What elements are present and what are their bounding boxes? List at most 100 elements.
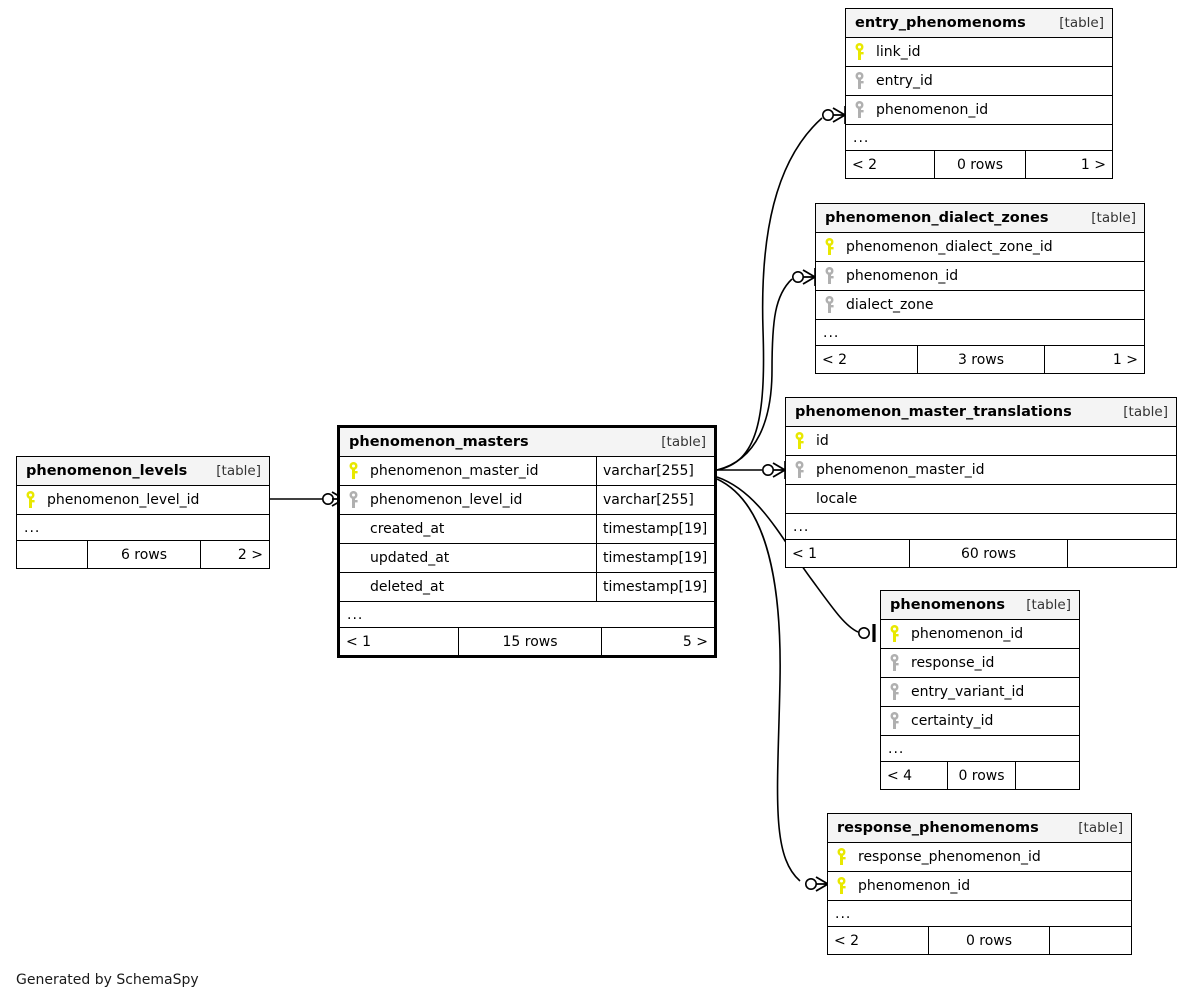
table-header[interactable]: phenomenons [table] — [881, 591, 1079, 620]
table-row[interactable]: phenomenon_master_id varchar[255] — [340, 457, 714, 486]
more-columns-ellipsis[interactable]: ... — [340, 602, 714, 628]
table-title: entry_phenomenoms — [855, 15, 1026, 31]
column-type: timestamp[19] — [596, 544, 714, 572]
column-name: dialect_zone — [846, 297, 934, 313]
column-type: timestamp[19] — [596, 515, 714, 543]
table-header[interactable]: phenomenon_masters[table] — [340, 428, 714, 457]
column-cell: phenomenon_master_id — [786, 456, 1176, 484]
footer-next-count[interactable] — [1068, 540, 1176, 567]
optional-circle-icon — [761, 463, 774, 476]
table-row[interactable]: phenomenon_id — [816, 262, 1144, 291]
table-type-tag: [table] — [1026, 597, 1071, 613]
column-cell: dialect_zone — [816, 291, 1144, 319]
primary-key-icon — [889, 625, 911, 643]
footer-prev-count[interactable]: < 4 — [887, 767, 913, 784]
column-name: deleted_at — [370, 579, 445, 595]
footer-row-count: 0 rows — [947, 762, 1016, 789]
footer-prev-count[interactable]: < 1 — [346, 633, 372, 650]
table-header[interactable]: phenomenon_levels[table] — [17, 457, 269, 486]
footer-prev-count[interactable]: < 1 — [792, 545, 818, 562]
footer-prev-count[interactable]: < 2 — [834, 932, 860, 949]
optional-circle-icon — [857, 626, 870, 639]
table-title: response_phenomenoms — [837, 820, 1039, 836]
footer-next-count[interactable]: 1 > — [1080, 156, 1106, 173]
column-cell: response_id — [881, 649, 1079, 677]
table-header[interactable]: phenomenon_master_translations[table] — [786, 398, 1176, 427]
column-name: link_id — [876, 44, 921, 60]
footer-prev-count[interactable] — [17, 541, 87, 568]
table-phenomenon_masters[interactable]: phenomenon_masters[table]phenomenon_mast… — [337, 425, 717, 658]
table-row[interactable]: entry_id — [846, 67, 1112, 96]
table-footer: < 4 0 rows — [881, 762, 1079, 789]
table-row[interactable]: dialect_zone — [816, 291, 1144, 320]
footer-next-count[interactable] — [1016, 762, 1079, 789]
table-header[interactable]: response_phenomenoms[table] — [828, 814, 1131, 843]
table-row[interactable]: certainty_id — [881, 707, 1079, 736]
table-response_phenomenoms[interactable]: response_phenomenoms[table]response_phen… — [827, 813, 1132, 955]
footer-next-count[interactable]: 1 > — [1112, 351, 1138, 368]
table-row[interactable]: phenomenon_id — [846, 96, 1112, 125]
optional-circle-icon — [791, 270, 804, 283]
more-columns-ellipsis[interactable]: ... — [786, 514, 1176, 540]
primary-key-icon — [854, 43, 876, 61]
foreign-key-icon — [854, 101, 876, 119]
footer-next-count[interactable]: 2 > — [237, 546, 263, 563]
table-row[interactable]: link_id — [846, 38, 1112, 67]
crowsfoot-icon — [772, 462, 786, 478]
footer-prev-count[interactable]: < 2 — [852, 156, 878, 173]
column-name: created_at — [370, 521, 445, 537]
primary-key-icon — [824, 238, 846, 256]
table-phenomenon_levels[interactable]: phenomenon_levels[table] phenomenon_level… — [16, 456, 270, 569]
footer-next-count[interactable] — [1050, 927, 1131, 954]
table-row[interactable]: entry_variant_id — [881, 678, 1079, 707]
table-title: phenomenon_dialect_zones — [825, 210, 1049, 226]
footer-next-count[interactable]: 5 > — [682, 633, 708, 650]
crowsfoot-icon — [802, 269, 816, 285]
column-name: phenomenon_master_id — [370, 463, 539, 479]
more-columns-ellipsis[interactable]: ... — [881, 736, 1079, 762]
column-name: phenomenon_level_id — [47, 492, 200, 508]
column-name: response_phenomenon_id — [858, 849, 1041, 865]
table-row[interactable]: phenomenon_dialect_zone_id — [816, 233, 1144, 262]
table-row[interactable]: locale — [786, 485, 1176, 514]
table-row[interactable]: phenomenon_master_id — [786, 456, 1176, 485]
column-cell: phenomenon_id — [828, 872, 1131, 900]
table-row[interactable]: phenomenon_level_id — [17, 486, 269, 515]
column-name: phenomenon_id — [846, 268, 959, 284]
column-name: entry_id — [876, 73, 933, 89]
footer-prev-count[interactable]: < 2 — [822, 351, 848, 368]
column-cell: entry_variant_id — [881, 678, 1079, 706]
table-title: phenomenon_master_translations — [795, 404, 1072, 420]
table-header[interactable]: phenomenon_dialect_zones[table] — [816, 204, 1144, 233]
foreign-key-icon — [854, 72, 876, 90]
column-name: phenomenon_dialect_zone_id — [846, 239, 1053, 255]
primary-key-icon — [348, 462, 370, 480]
table-row[interactable]: response_phenomenon_id — [828, 843, 1131, 872]
table-phenomenon_dialect_zones[interactable]: phenomenon_dialect_zones[table]phenomeno… — [815, 203, 1145, 374]
table-row[interactable]: phenomenon_id — [881, 620, 1079, 649]
more-columns-ellipsis[interactable]: ... — [828, 901, 1131, 927]
column-type: varchar[255] — [596, 457, 714, 485]
table-row[interactable]: created_at timestamp[19] — [340, 515, 714, 544]
more-columns-ellipsis[interactable]: ... — [17, 515, 269, 541]
more-columns-ellipsis[interactable]: ... — [816, 320, 1144, 346]
more-columns-ellipsis[interactable]: ... — [846, 125, 1112, 151]
table-row[interactable]: phenomenon_id — [828, 872, 1131, 901]
table-header[interactable]: entry_phenomenoms[table] — [846, 9, 1112, 38]
primary-key-icon — [25, 491, 47, 509]
foreign-key-icon — [889, 712, 911, 730]
table-title: phenomenons — [890, 597, 1006, 613]
table-row[interactable]: id — [786, 427, 1176, 456]
table-row[interactable]: response_id — [881, 649, 1079, 678]
column-cell: updated_at — [340, 544, 596, 572]
